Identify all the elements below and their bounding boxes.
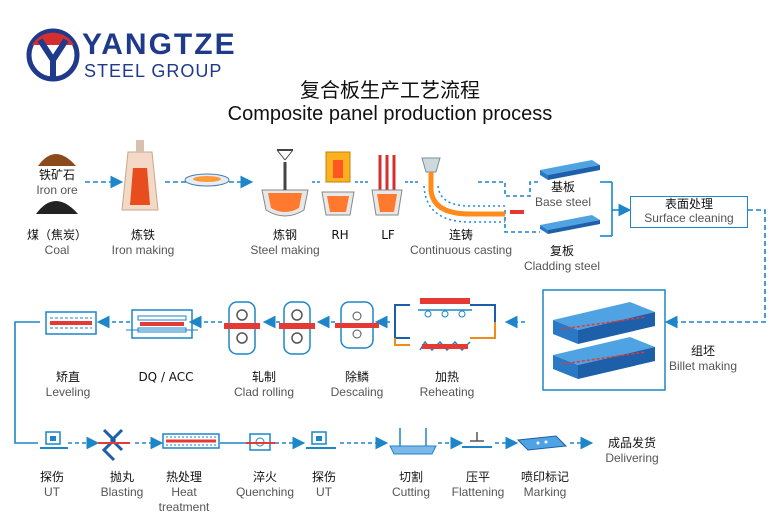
step-quenching: 淬火 Quenching <box>235 470 295 499</box>
step-base-steel: 基板 Base steel <box>534 180 592 209</box>
quenching-unit-icon <box>246 433 275 451</box>
brand-subtitle: STEEL GROUP <box>84 61 223 81</box>
step-steel-making: 炼钢 Steel making <box>250 228 320 257</box>
descaling-unit-icon <box>335 301 379 349</box>
step-rh: RH <box>331 228 349 242</box>
step-coal: 煤（焦炭） Coal <box>26 228 87 257</box>
coal-pile-icon <box>36 201 78 214</box>
step-heat-treatment: 热处理 Heat treatment <box>158 470 210 514</box>
ut-probe-icon <box>40 431 68 449</box>
leveler-icon <box>45 311 97 335</box>
step-reheating: 加热 Reheating <box>419 370 475 399</box>
iron-ore-pile-icon <box>38 154 76 166</box>
flattening-press-icon <box>462 432 492 448</box>
step-billet-making: 组坯 Billet making <box>668 344 738 373</box>
rh-vessel-icon <box>321 151 355 216</box>
continuous-caster-icon <box>421 157 524 223</box>
step-leveling: 矫直 Leveling <box>45 370 91 399</box>
converter-icon <box>261 149 309 217</box>
step-flattening: 压平 Flattening <box>451 470 505 499</box>
base-steel-plate-icon <box>540 160 600 180</box>
step-surface-cleaning: 表面处理 Surface cleaning <box>630 196 748 228</box>
cutting-machine-icon <box>389 428 437 455</box>
reheating-furnace-icon <box>394 298 496 352</box>
cladding-steel-plate-icon <box>540 215 600 234</box>
brand-name: YANGTZE <box>82 28 237 61</box>
ut-probe-icon <box>306 431 336 449</box>
step-cladding-steel: 复板 Cladding steel <box>523 244 601 273</box>
lf-furnace-icon <box>371 155 403 216</box>
step-delivering: 成品发货 Delivering <box>605 436 659 465</box>
step-ut-first: 探伤 UT <box>39 470 64 499</box>
flow-line <box>14 321 40 444</box>
flow-line <box>504 210 540 233</box>
step-iron-making: 炼铁 Iron making <box>111 228 175 257</box>
rolling-mill-icon <box>224 301 315 355</box>
step-marking: 喷印标记 Marking <box>520 470 569 499</box>
step-dq-acc: DQ / ACC <box>138 370 194 384</box>
step-blasting: 抛丸 Blasting <box>100 470 144 499</box>
dq-acc-cooling-icon <box>126 309 198 339</box>
transfer-car-icon <box>184 173 230 187</box>
marking-plate-icon <box>516 435 568 451</box>
flow-line <box>664 209 766 329</box>
step-ut-second: 探伤 UT <box>311 470 336 499</box>
blast-furnace-icon <box>121 140 159 211</box>
step-cutting: 切割 Cutting <box>391 470 431 499</box>
billet-stack-icon <box>542 289 666 391</box>
step-lf: LF <box>381 228 395 242</box>
heat-treatment-furnace-icon <box>162 433 220 449</box>
step-descaling: 除鳞 Descaling <box>330 370 384 399</box>
title-english: Composite panel production process <box>227 103 553 125</box>
step-continuous-casting: 连铸 Continuous casting <box>409 228 513 257</box>
flow-line <box>478 181 540 197</box>
title-chinese: 复合板生产工艺流程 <box>300 78 480 102</box>
step-iron-ore: 铁矿石 Iron ore <box>36 168 78 197</box>
step-clad-rolling: 轧制 Clad rolling <box>233 370 295 399</box>
blasting-machine-icon <box>98 428 130 462</box>
